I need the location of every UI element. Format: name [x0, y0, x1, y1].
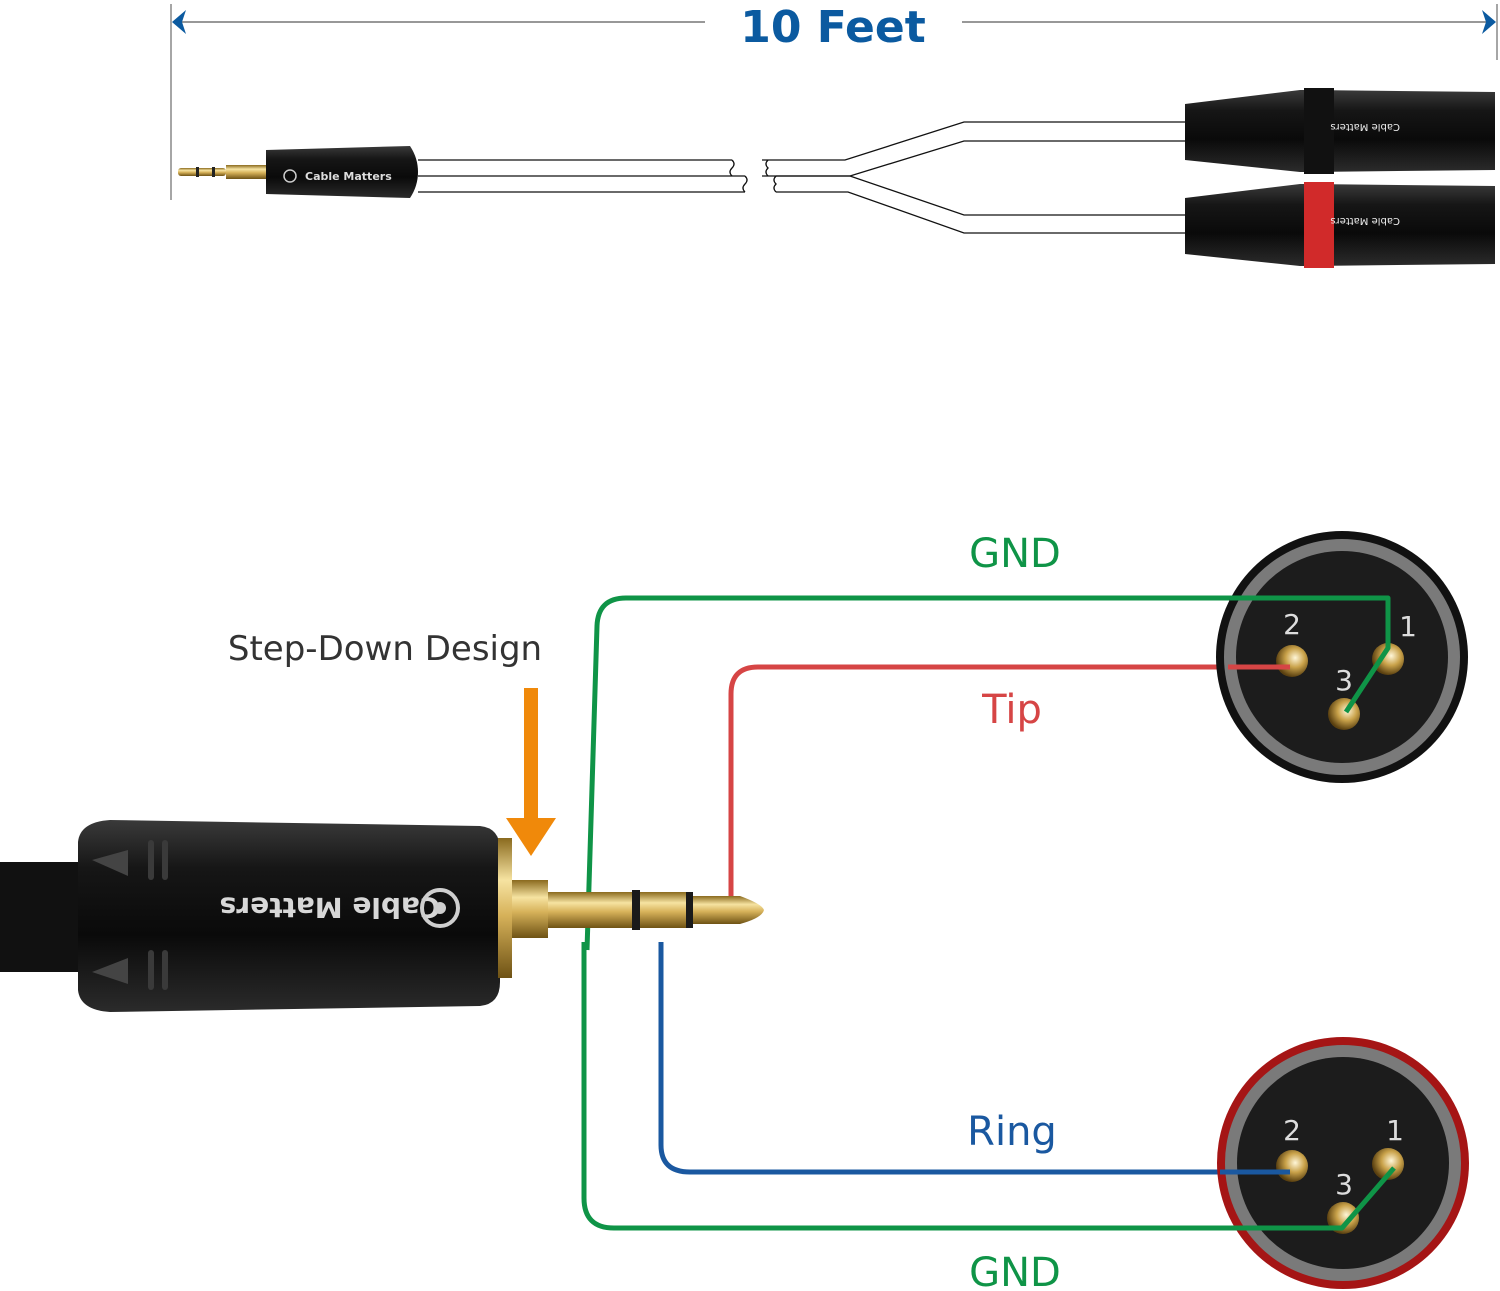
pin-3-label: 3: [1335, 664, 1353, 697]
dimension-line: 10 Feet: [170, 2, 1498, 200]
left-arrowhead-icon: [172, 10, 186, 34]
gnd-label-bottom: GND: [969, 1250, 1061, 1291]
large-trs-plug: Cable Matters: [0, 820, 764, 1012]
xlr-face-bottom: 2 1 3: [1217, 1037, 1469, 1289]
gnd-label-top: GND: [969, 531, 1061, 577]
pin-3: [1328, 698, 1360, 730]
xlr-1-brand: Cable Matters: [1330, 121, 1400, 132]
pin-1: [1372, 643, 1404, 675]
length-label: 10 Feet: [740, 2, 926, 53]
step-down-label: Step-Down Design: [228, 629, 542, 669]
top-plug-brand: Cable Matters: [305, 170, 392, 183]
pin-2-label: 2: [1283, 608, 1301, 641]
pin-1-label: 1: [1399, 610, 1417, 643]
pin-2-label: 2: [1283, 1114, 1301, 1147]
cable-jacket: [0, 862, 90, 972]
top-xlr-connector-2: Cable Matters: [1185, 182, 1495, 268]
brand-logo-icon: [283, 169, 297, 183]
plug-body: [78, 820, 500, 1012]
large-plug-brand: Cable Matters: [220, 891, 441, 924]
pin-1: [1372, 1148, 1404, 1180]
sleeve: [548, 892, 642, 928]
insulator-ring-1: [632, 890, 640, 930]
ring-contact: [640, 892, 688, 928]
red-ring: [1304, 182, 1334, 268]
right-arrowhead-icon: [1482, 10, 1496, 34]
xlr-face-top: 2 1 3: [1216, 531, 1468, 783]
gnd-wire-bottom: [581, 942, 1394, 1231]
top-xlr-connector-1: Cable Matters: [1185, 88, 1495, 174]
step-down-sleeve: [512, 880, 548, 938]
top-plug-body: [266, 146, 418, 198]
pin-2: [1276, 1150, 1308, 1182]
gold-collar: [498, 838, 512, 978]
tip-label: Tip: [981, 687, 1042, 733]
pin-3-label: 3: [1335, 1168, 1353, 1201]
ring-label: Ring: [967, 1109, 1057, 1155]
xlr-2-brand: Cable Matters: [1330, 215, 1400, 226]
brand-logo-icon: [420, 888, 460, 928]
pin-1-label: 1: [1386, 1114, 1404, 1147]
gnd-wire-top: [584, 595, 1391, 951]
insulator-ring-2: [686, 892, 693, 928]
step-down-arrow-icon: [506, 688, 556, 856]
tip-contact: [693, 896, 764, 924]
top-cables: [418, 121, 1185, 234]
ring-wire: [658, 942, 1292, 1175]
pin-2: [1276, 645, 1308, 677]
tip-wire: [728, 664, 1290, 898]
top-trs-plug: Cable Matters: [178, 146, 418, 198]
